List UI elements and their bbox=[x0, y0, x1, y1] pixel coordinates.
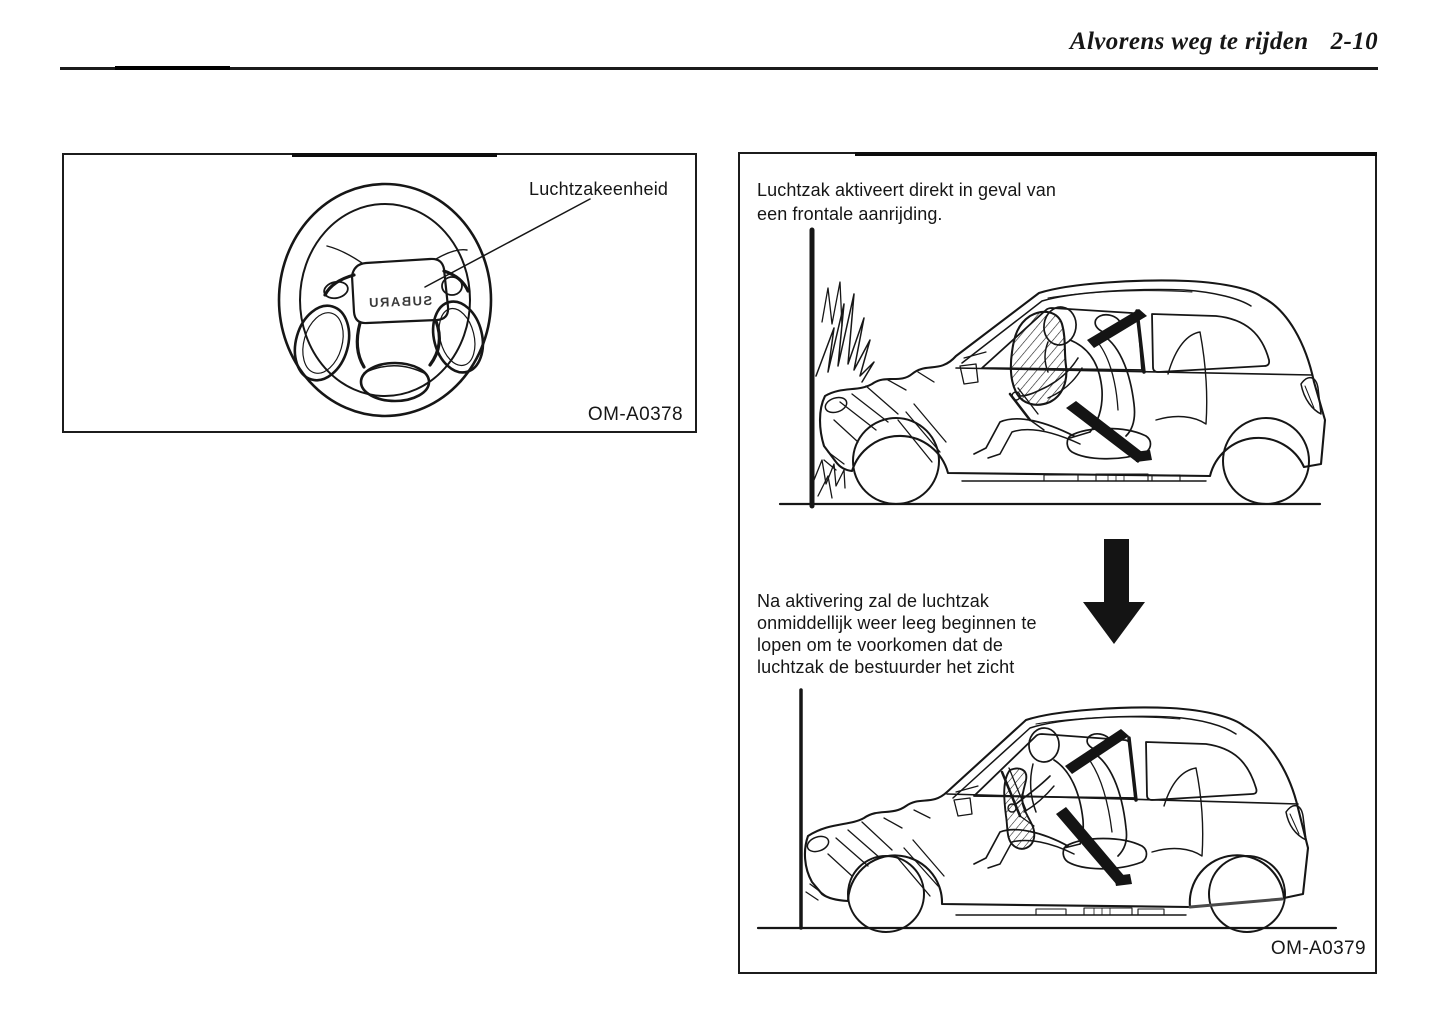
car-body-outline bbox=[818, 279, 1327, 478]
front-wheel bbox=[847, 855, 925, 933]
header-rule bbox=[60, 66, 1378, 71]
airbag-unit-figure-panel: SUBARU Luchtzakeenheid OM-A0378 bbox=[62, 153, 697, 433]
caption-bottom-line2: onmiddellijk weer leeg beginnen te bbox=[757, 613, 1037, 633]
b-pillar bbox=[1127, 736, 1138, 802]
rear-wheel bbox=[1208, 855, 1286, 933]
down-arrow-icon bbox=[1083, 539, 1145, 644]
caption-bottom: Na aktivering zal de luchtzak onmiddelli… bbox=[757, 590, 1037, 678]
caption-top-line2: een frontale aanrijding. bbox=[757, 204, 943, 224]
caption-top-line1: Luchtzak aktiveert direkt in geval van bbox=[757, 180, 1056, 200]
crash-figure-panel: Luchtzak aktiveert direkt in geval van e… bbox=[738, 151, 1377, 974]
seatbelt bbox=[1066, 309, 1152, 463]
header-section-title: Alvorens weg te rijden bbox=[1069, 28, 1309, 55]
caption-top: Luchtzak aktiveert direkt in geval van e… bbox=[757, 178, 1056, 226]
impact-star bbox=[815, 293, 875, 383]
car-body-outline bbox=[803, 706, 1310, 909]
figure-code-left: OM-A0378 bbox=[587, 404, 683, 425]
callout-label: Luchtzakeenheid bbox=[529, 179, 669, 199]
callout-pointer-line bbox=[424, 198, 591, 288]
rear-window bbox=[1151, 313, 1271, 373]
steering-wheel-brand-text: SUBARU bbox=[367, 293, 432, 310]
caption-bottom-line4: luchtzak de bestuurder het zicht bbox=[757, 657, 1015, 677]
header-rule-dark-segment bbox=[115, 66, 230, 71]
crash-illustration-deflating bbox=[756, 688, 1338, 933]
header-page-number: 2-10 bbox=[1330, 28, 1378, 55]
scan-artifact bbox=[855, 151, 1377, 156]
scan-artifact bbox=[292, 153, 497, 157]
headlight bbox=[824, 396, 848, 414]
caption-bottom-line3: lopen om te voorkomen dat de bbox=[757, 635, 1003, 655]
seat-cushion bbox=[1062, 837, 1148, 870]
page-header: Alvorens weg te rijden 2-10 bbox=[1070, 28, 1378, 56]
front-wheel bbox=[852, 417, 940, 505]
airbag-inflated bbox=[1009, 310, 1068, 406]
headlight bbox=[806, 835, 830, 853]
airbag-deflating bbox=[1003, 767, 1036, 850]
rear-window bbox=[1145, 741, 1258, 801]
crash-illustration-inflated bbox=[778, 227, 1327, 509]
seatbelt bbox=[1056, 729, 1132, 886]
rear-wheel bbox=[1222, 417, 1310, 505]
caption-bottom-line1: Na aktivering zal de luchtzak bbox=[757, 591, 990, 611]
figure-code-right: OM-A0379 bbox=[1270, 938, 1366, 959]
steering-wheel-illustration: SUBARU bbox=[277, 182, 591, 418]
